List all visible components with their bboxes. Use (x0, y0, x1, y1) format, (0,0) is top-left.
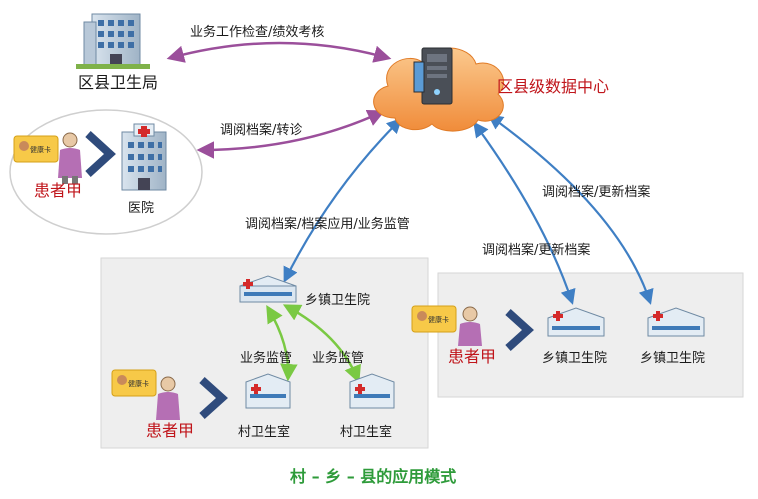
hospital-building-icon (121, 123, 167, 191)
bureau-building-icon (76, 13, 150, 69)
patient-hospital-person-icon (58, 132, 82, 184)
arrow-township-village-2 (282, 304, 361, 384)
township-right-1-label: 乡镇卫生院 (542, 351, 607, 366)
edge-label-township-village-2: 业务监管 (312, 350, 364, 366)
patient-township-card-icon: 健康卡 (411, 305, 457, 333)
patient-village-label: 患者甲 (146, 421, 194, 440)
health-card-text-3: 健康卡 (428, 315, 449, 324)
township-center-label: 乡镇卫生院 (305, 293, 370, 308)
edge-label-datacenter-township: 调阅档案/档案应用/业务监管 (245, 216, 410, 232)
edge-label-datacenter-township-right-1: 调阅档案/更新档案 (482, 242, 590, 258)
edge-label-datacenter-township-right-2: 调阅档案/更新档案 (542, 184, 650, 200)
edge-label-township-village-1: 业务监管 (240, 350, 292, 366)
patient-village-person-icon (156, 376, 180, 420)
township-right-2-label: 乡镇卫生院 (640, 351, 705, 366)
patient-hospital-card-icon: 健康卡 (13, 135, 59, 163)
village-1-building-icon (245, 373, 291, 409)
datacenter-label: 区县级数据中心 (497, 77, 609, 96)
health-card-text-1: 健康卡 (30, 145, 51, 154)
patient-township-person-icon (458, 306, 482, 346)
township-right-2-building-icon (647, 307, 705, 337)
hospital-label: 医院 (128, 201, 154, 216)
arrow-datacenter-township (283, 117, 403, 283)
chevron-township-icon (505, 309, 534, 351)
edge-label-datacenter-hospital: 调阅档案/转诊 (220, 123, 302, 138)
arrow-datacenter-township-right-1 (473, 121, 576, 305)
chevron-hospital-icon (85, 131, 116, 177)
township-right-1-building-icon (547, 307, 605, 337)
patient-township-label: 患者甲 (448, 347, 496, 366)
patient-village-card-icon: 健康卡 (111, 369, 157, 397)
village-2-label: 村卫生室 (340, 424, 392, 440)
diagram-caption: 村 – 乡 – 县的应用模式 (290, 467, 456, 486)
health-card-text-2: 健康卡 (128, 379, 149, 388)
patient-hospital-label: 患者甲 (34, 181, 82, 200)
chevron-village-icon (199, 377, 228, 419)
arrow-bureau-datacenter (166, 41, 392, 63)
hospital-group-oval (9, 109, 203, 235)
township-center-building-icon (239, 275, 297, 303)
village-2-building-icon (349, 373, 395, 409)
edge-label-bureau-datacenter: 业务工作检查/绩效考核 (190, 24, 324, 40)
server-icon (413, 47, 453, 105)
village-1-label: 村卫生室 (238, 424, 290, 440)
bureau-label: 区县卫生局 (78, 73, 158, 92)
